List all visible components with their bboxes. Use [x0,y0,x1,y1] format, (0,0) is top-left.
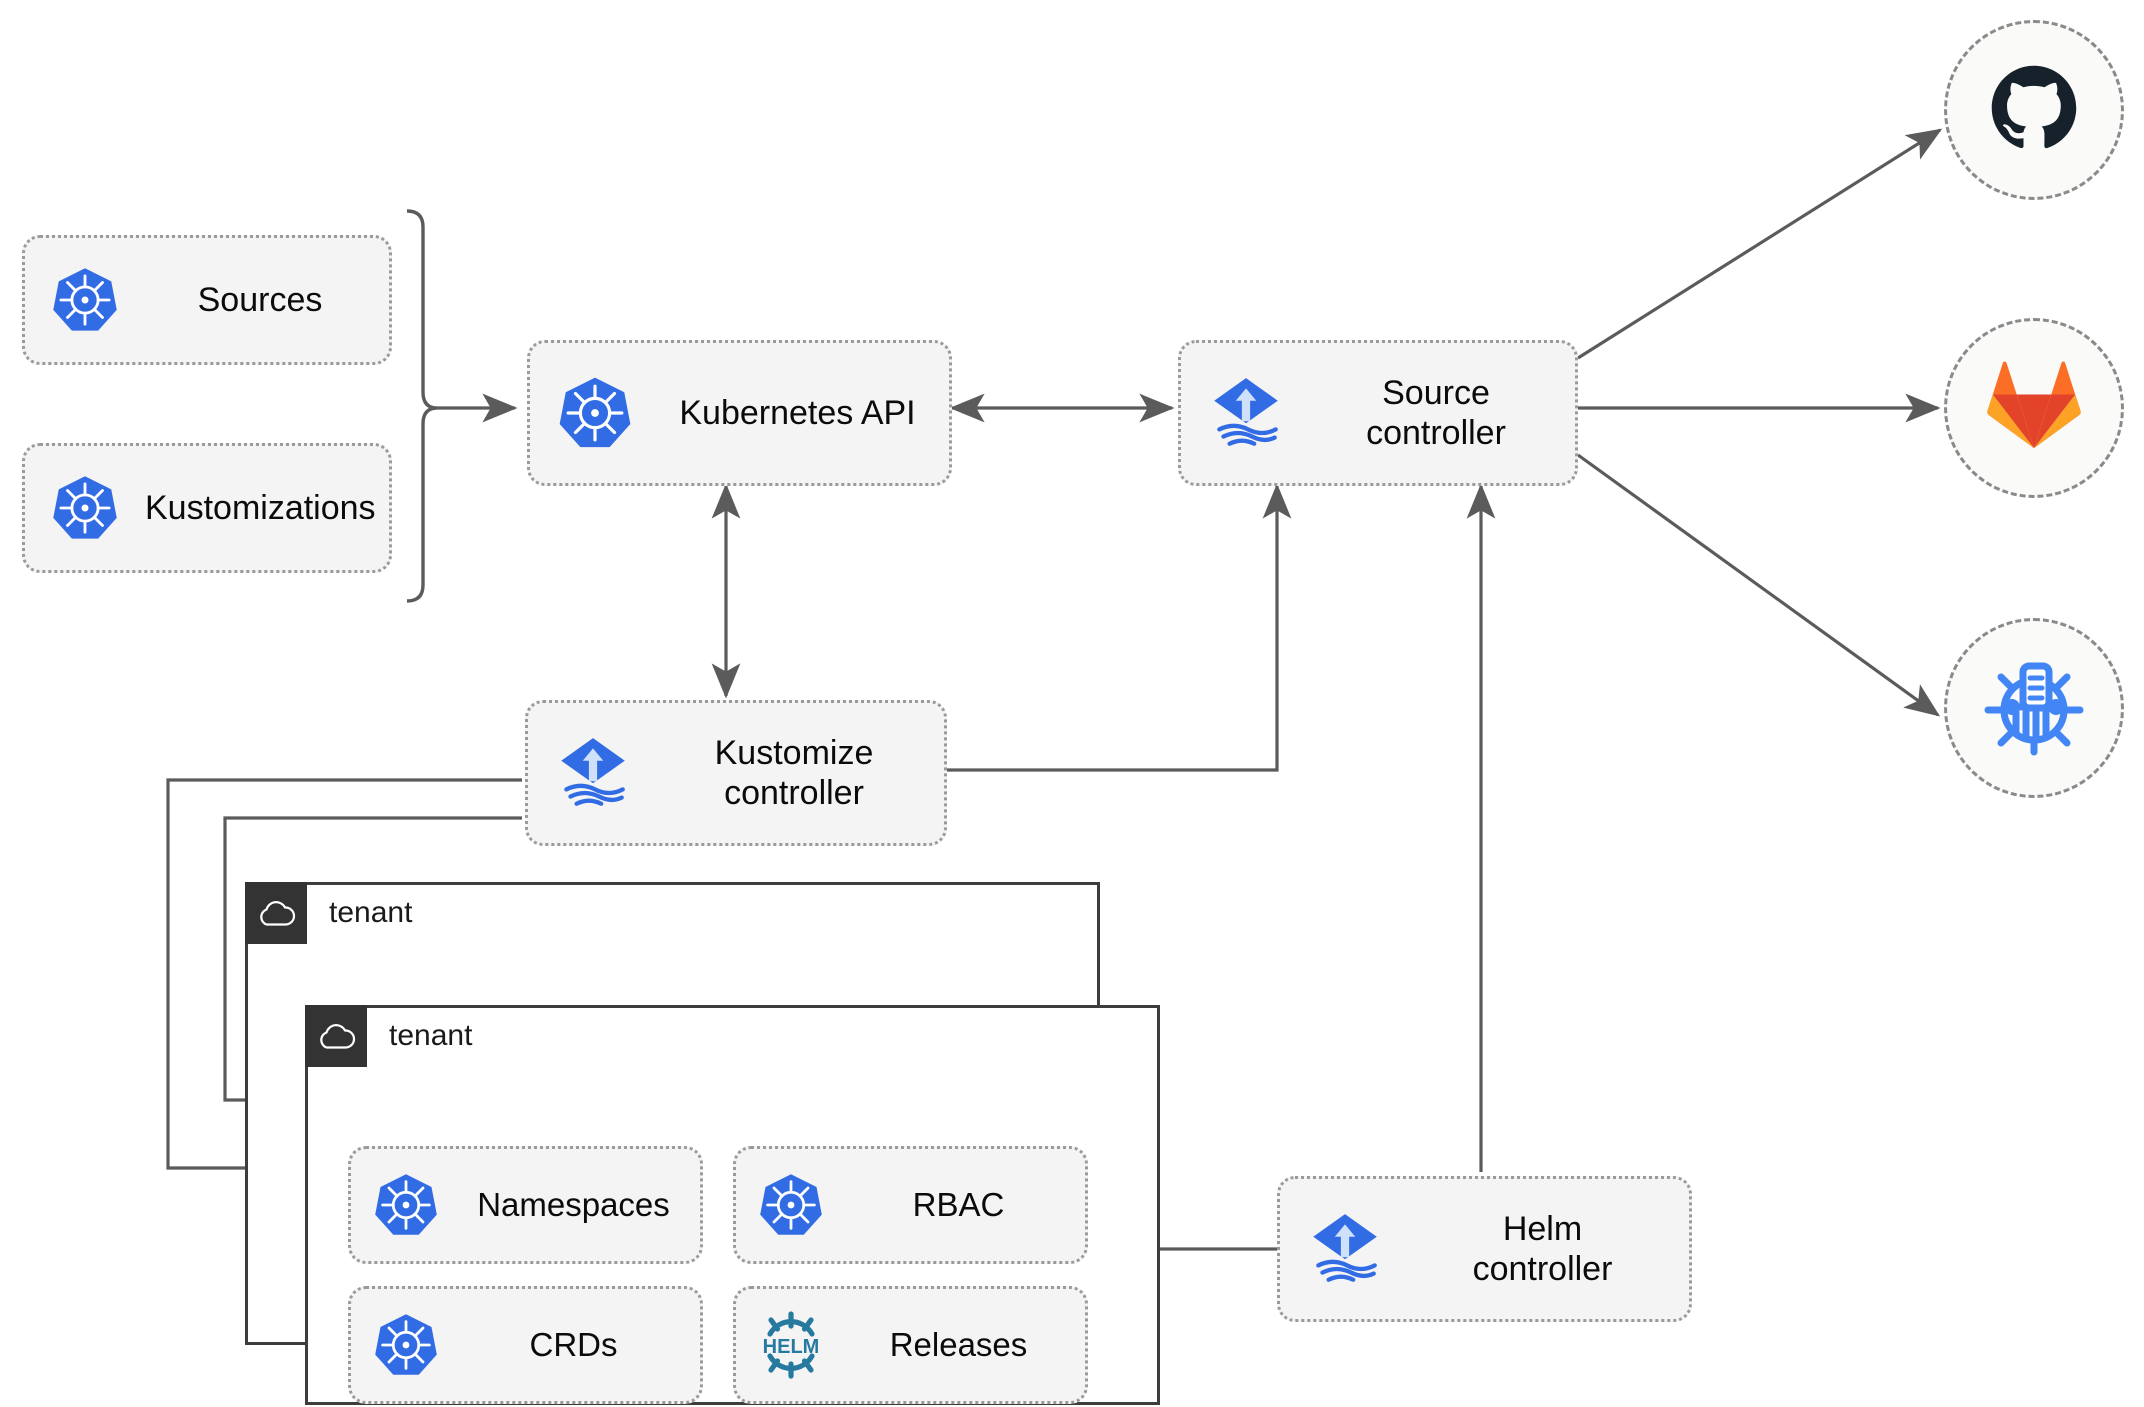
tenant-header: tenant [245,882,412,944]
node-helm-controller[interactable]: Helm controller [1277,1176,1692,1322]
node-kustomize-controller[interactable]: Kustomize controller [525,700,947,846]
tenant-header: tenant [305,1005,472,1067]
node-label: Source controller [1366,373,1506,452]
node-label: Kubernetes API [679,393,916,432]
repo-gitlab[interactable] [1944,318,2124,498]
tenant-resource-label: RBAC [912,1185,1005,1223]
node-kubernetes-api[interactable]: Kubernetes API [527,340,952,486]
cloud-icon [305,1005,367,1067]
repo-helm-chart-repository[interactable] [1944,618,2124,798]
tenant-resource-label: Namespaces [477,1185,670,1223]
repo-github[interactable] [1944,20,2124,200]
gitlab-icon [1986,360,2082,457]
kubernetes-icon [351,1311,461,1379]
helm-icon: HELM [736,1306,846,1384]
helm-chart-repository-icon [1982,654,2086,763]
svg-text:HELM: HELM [763,1336,820,1358]
github-icon [1986,60,2082,161]
flux-icon [1181,372,1311,454]
kubernetes-icon [25,265,145,335]
tenant-resource-crds[interactable]: CRDs [348,1286,703,1404]
flux-icon [1280,1208,1410,1290]
kubernetes-icon [736,1171,846,1239]
tenant-resource-namespaces[interactable]: Namespaces [348,1146,703,1264]
node-label: Helm controller [1472,1209,1613,1288]
tenant-resource-releases[interactable]: HELM Releases [733,1286,1088,1404]
kubernetes-icon [530,374,660,452]
flux-icon [528,732,658,814]
kubernetes-icon [351,1171,461,1239]
node-source-controller[interactable]: Source controller [1178,340,1578,486]
node-label: Kustomizations [145,488,376,527]
node-sources[interactable]: Sources [22,235,392,365]
cloud-icon [245,882,307,944]
tenant-label: tenant [329,896,413,929]
kubernetes-icon [25,473,145,543]
tenant-resource-rbac[interactable]: RBAC [733,1146,1088,1264]
tenant-resource-label: Releases [889,1325,1028,1363]
tenant-resource-label: CRDs [529,1325,618,1363]
tenant-box-front: tenant Namespaces [305,1005,1160,1405]
node-label: Kustomize controller [714,733,874,812]
node-kustomizations[interactable]: Kustomizations [22,443,392,573]
tenant-label: tenant [389,1019,473,1052]
node-label: Sources [197,280,323,319]
